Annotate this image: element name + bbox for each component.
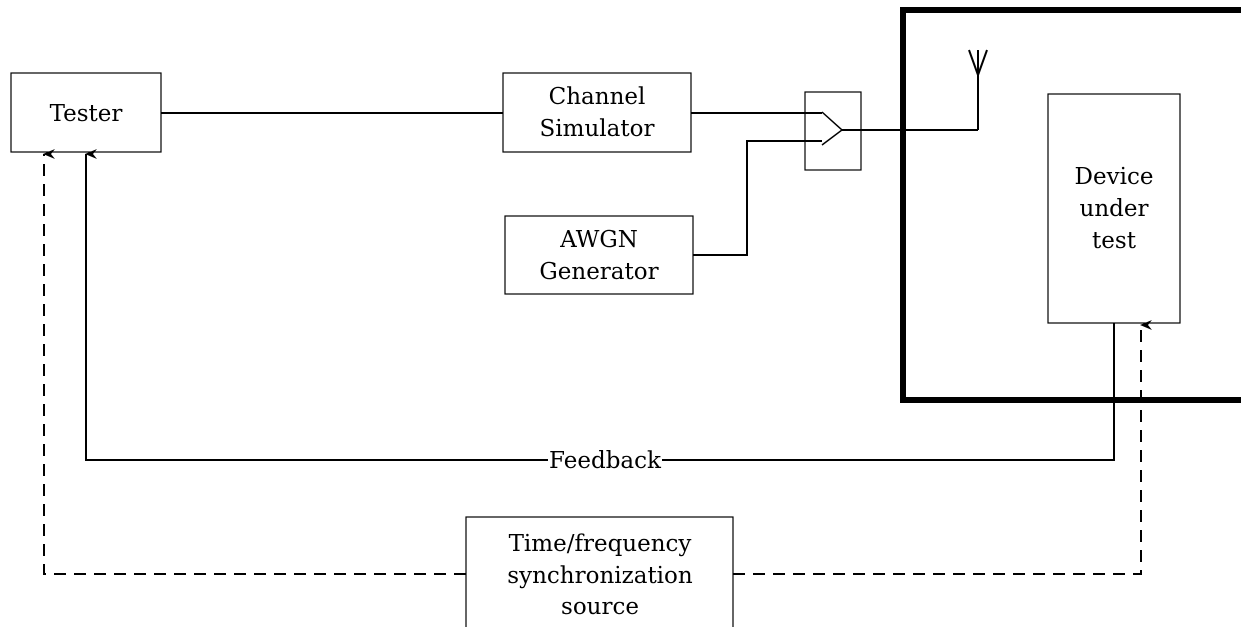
channel-simulator-label-line-1: Channel [549,84,646,110]
awgn-generator-block: AWGN Generator [504,215,694,295]
antenna-icon [968,49,988,130]
tester-block: Tester [10,72,162,153]
sync-to-tester-dashed-wire [43,149,466,575]
tester-label: Tester [50,101,123,127]
dut-label-line-1: Device [1075,164,1154,190]
dut-label-line-3: test [1092,228,1137,254]
feedback-label: Feedback [549,448,662,474]
awgn-to-combiner-wire [693,140,822,256]
shielded-enclosure [900,7,1241,403]
sync-source-label-line-1: Time/frequency [509,531,692,557]
feedback-wire [85,149,1115,461]
channel-simulator-block: Channel Simulator [502,72,692,153]
channel-simulator-label-line-2: Simulator [540,116,655,142]
awgn-generator-label-line-2: Generator [539,259,658,285]
sync-source-block: Time/frequency synchronization source [465,516,734,627]
sync-source-label-line-3: source [561,594,639,620]
awgn-generator-label-line-1: AWGN [559,227,638,253]
device-under-test-block: Device under test [1047,93,1181,324]
dut-label-line-2: under [1080,196,1149,222]
sync-source-label-line-2: synchronization [507,563,693,589]
sync-to-dut-dashed-wire [733,320,1152,575]
feedback-label-bg [548,446,662,474]
